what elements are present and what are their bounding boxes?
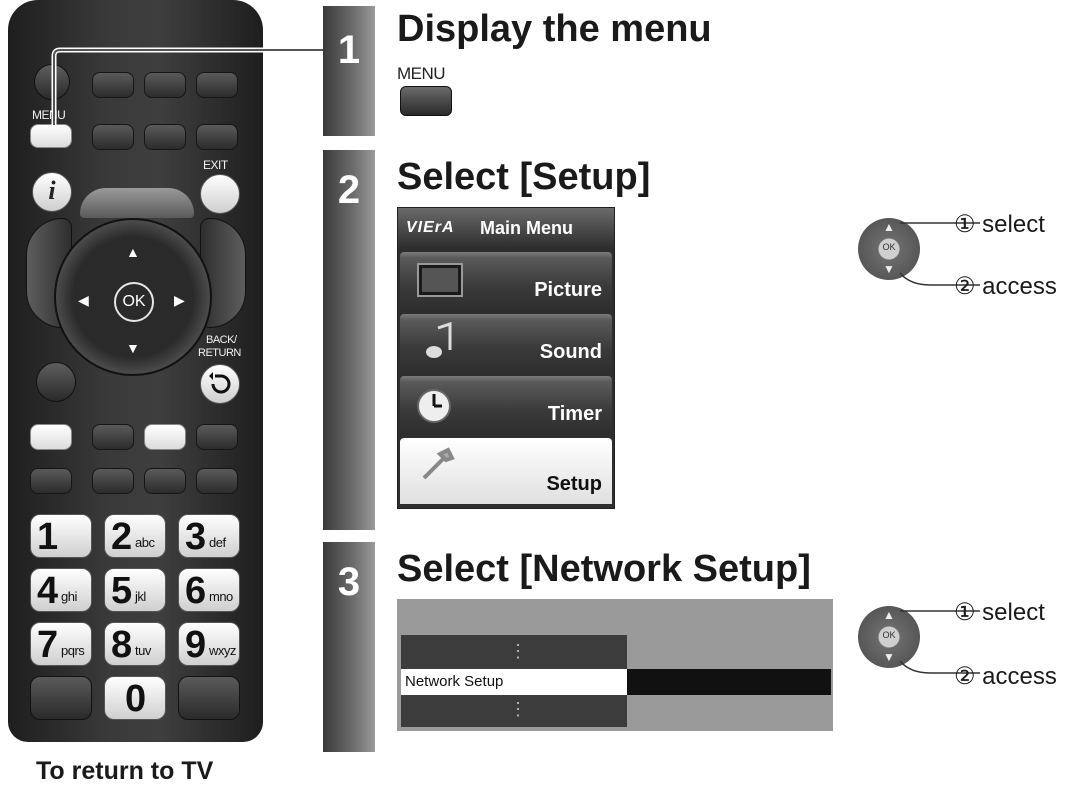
- step-2-title: Select [Setup]: [397, 156, 651, 198]
- arrow-right-icon[interactable]: ▶: [174, 292, 185, 308]
- step-3-title: Select [Network Setup]: [397, 548, 811, 590]
- menu-item-sound[interactable]: Sound: [400, 314, 612, 372]
- bottom-left-key[interactable]: [30, 676, 92, 720]
- main-menu-panel: VIErA Main Menu Picture Sound Timer Setu…: [397, 207, 615, 509]
- exit-label: EXIT: [203, 158, 228, 172]
- menu-item-picture[interactable]: Picture: [400, 252, 612, 310]
- step-2-leader-lines: [900, 222, 980, 286]
- network-menu-panel: ⋮ Network Setup ⋮: [397, 599, 833, 731]
- option-arc-top[interactable]: [80, 188, 194, 218]
- green-button[interactable]: [92, 424, 134, 450]
- step-1-bar: [323, 6, 375, 136]
- ok-button[interactable]: OK: [114, 282, 154, 322]
- network-setup-item: Network Setup: [405, 673, 504, 690]
- step-2-access-label: ② access: [954, 273, 1057, 300]
- step-2-number: 2: [337, 168, 361, 212]
- sound-icon: [426, 321, 452, 358]
- step-2-bar: [323, 150, 375, 530]
- step-1-menu-label: MENU: [397, 64, 446, 83]
- top-button-2[interactable]: [144, 72, 186, 98]
- red-button[interactable]: [30, 424, 72, 450]
- setup-icon: [422, 447, 455, 480]
- row5-button-2[interactable]: [92, 468, 134, 494]
- arrow-left-icon[interactable]: ◀: [78, 292, 89, 308]
- timer-icon: [417, 389, 451, 423]
- picture-icon: [417, 263, 463, 297]
- back-return-button[interactable]: [200, 364, 240, 404]
- net-row-below[interactable]: ⋮: [401, 695, 627, 727]
- step-3-dpad-icon: OK ▲ ▼: [858, 606, 920, 668]
- bottom-right-key[interactable]: [178, 676, 240, 720]
- main-menu-title-bar: VIErA Main Menu: [398, 208, 614, 248]
- row5-button-4[interactable]: [196, 468, 238, 494]
- row5-button-1[interactable]: [30, 468, 72, 494]
- exit-button[interactable]: [200, 174, 240, 214]
- row2-button-1[interactable]: [92, 124, 134, 150]
- step-2-select-label: ① select: [954, 211, 1045, 238]
- arrow-down-icon[interactable]: ▼: [126, 340, 140, 356]
- menu-item-timer[interactable]: Timer: [400, 376, 612, 434]
- back-label-2: RETURN: [198, 347, 241, 359]
- back-return-icon: [209, 372, 231, 394]
- blue-button[interactable]: [196, 424, 238, 450]
- top-button-3[interactable]: [196, 72, 238, 98]
- info-icon: i: [48, 176, 56, 205]
- step-3-bar: [323, 542, 375, 752]
- yellow-button[interactable]: [144, 424, 186, 450]
- net-row-selected[interactable]: Network Setup: [401, 669, 627, 695]
- arrow-up-icon[interactable]: ▲: [126, 244, 140, 260]
- row5-button-3[interactable]: [144, 468, 186, 494]
- step-3-leader-lines: [900, 610, 980, 674]
- return-to-tv-caption: To return to TV: [36, 757, 214, 785]
- main-menu-title: Main Menu: [480, 218, 573, 238]
- number-key-1[interactable]: 1: [30, 514, 92, 558]
- option-button[interactable]: [36, 362, 76, 402]
- step-1-menu-button[interactable]: [400, 86, 452, 116]
- menu-button[interactable]: [30, 124, 72, 148]
- row2-button-2[interactable]: [144, 124, 186, 150]
- info-button[interactable]: i: [32, 172, 72, 212]
- step-3-access-label: ② access: [954, 663, 1057, 690]
- menu-item-setup[interactable]: Setup: [400, 438, 612, 504]
- number-key-0[interactable]: 0: [104, 676, 166, 720]
- viera-logo: VIErA: [406, 219, 455, 236]
- menu-label: MENU: [32, 108, 66, 122]
- step-1-number: 1: [337, 28, 361, 72]
- row2-button-3[interactable]: [196, 124, 238, 150]
- net-row-selected-value: [627, 669, 831, 695]
- step-1-title: Display the menu: [397, 8, 712, 50]
- top-button-1[interactable]: [92, 72, 134, 98]
- step-3-number: 3: [337, 560, 361, 604]
- ok-label: OK: [122, 293, 146, 310]
- net-row-above[interactable]: ⋮: [401, 635, 627, 669]
- back-label-1: BACK/: [206, 334, 237, 346]
- step-2-dpad-icon: OK ▲ ▼: [858, 218, 920, 280]
- step-3-select-label: ① select: [954, 599, 1045, 626]
